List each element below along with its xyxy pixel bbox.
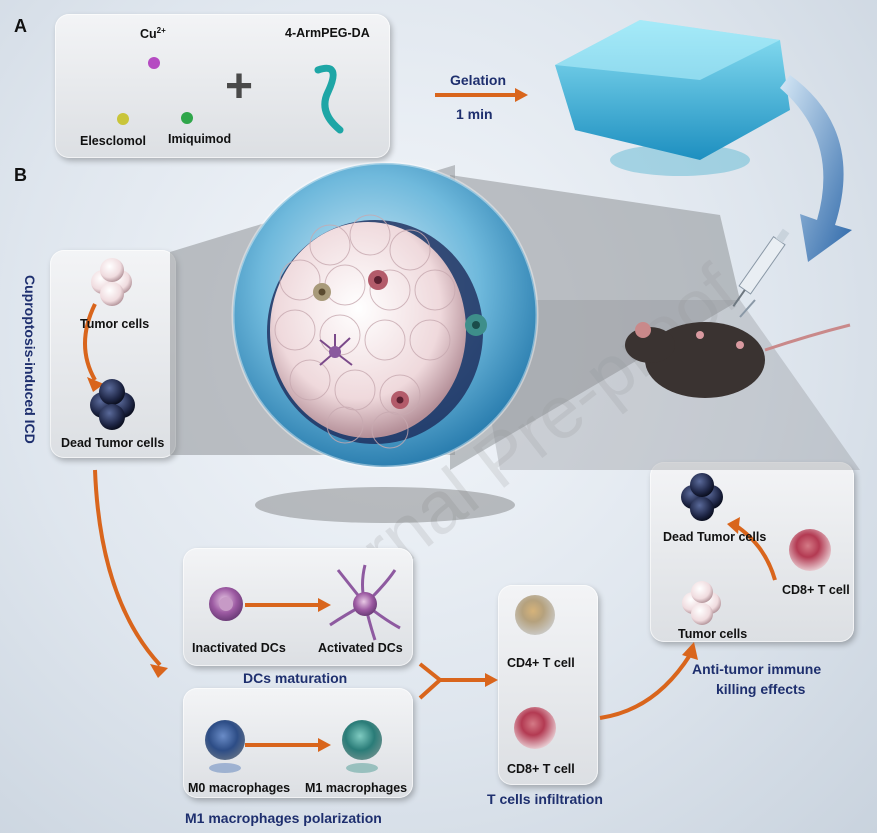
icd-dead-tumor-cells-label: Dead Tumor cells [61,436,165,450]
activated-dc-label: Activated DCs [318,641,403,655]
gelation-label: Gelation [450,72,507,88]
cd4-label: CD4+ T cell [507,656,575,670]
injection-arrow [780,75,852,262]
cd8-t-cell [514,707,556,749]
killing-title-line1: Anti-tumor immune [692,661,822,677]
killing-dead-tumor-cells [681,473,723,521]
elesclomol-label: Elesclomol [80,134,146,148]
imiquimod-label: Imiquimod [168,132,232,146]
m1-label: M1 macrophages [305,781,408,795]
m0-macrophage [205,720,245,760]
icd-tumor-cells [91,258,132,306]
icd-side-label: Cuproptosis-induced ICD [22,275,38,444]
inactivated-dc-label: Inactivated DCs [192,641,286,655]
tcell-title: T cells infiltration [487,791,603,807]
syringe [732,228,790,307]
killing-cd8-t-cell [789,529,831,571]
icd-dead-tumor-cells [90,379,135,430]
killing-cd8-label: CD8+ T cell [782,583,850,597]
gelation-time: 1 min [456,106,493,122]
icd-tumor-cells-label: Tumor cells [80,317,150,331]
peg-strand [314,64,344,134]
mouse [625,299,851,398]
m0-label: M0 macrophages [188,781,291,795]
macrophage-title: M1 macrophages polarization [185,810,382,826]
m1-macrophage [342,720,382,760]
elesclomol-molecule [117,113,129,125]
plus-sign: + [225,60,254,113]
section-label-a: A [14,16,27,36]
cu-label: Cu2+ [140,26,166,42]
right-zoom-cone [450,175,740,470]
peg-label: 4-ArmPEG-DA [285,26,370,40]
imiquimod-molecule [181,112,193,124]
killing-dead-label: Dead Tumor cells [663,530,767,544]
killing-tumor-cells [682,581,721,625]
killing-title-line2: killing effects [716,681,806,697]
cd4-t-cell [515,595,555,635]
dc-maturation-title: DCs maturation [243,670,348,686]
cu-ion [148,57,160,69]
section-label-b: B [14,165,27,185]
cd8-label: CD8+ T cell [507,762,575,776]
killing-tumor-label: Tumor cells [678,627,748,641]
